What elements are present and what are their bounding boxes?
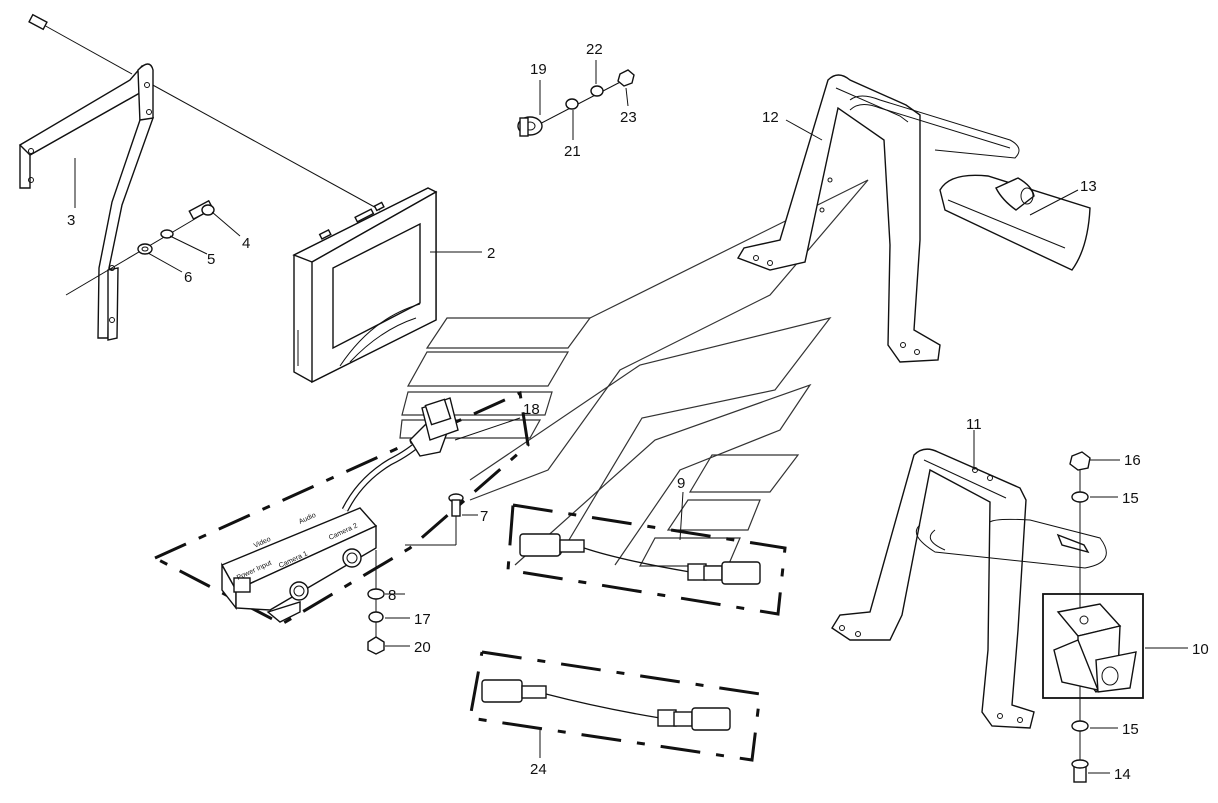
camera-unit — [1042, 593, 1144, 699]
box-hardware — [367, 493, 464, 655]
label-9: 9 — [677, 475, 685, 492]
label-8: 8 — [388, 587, 396, 604]
control-box-assembly — [154, 390, 530, 626]
label-5: 5 — [207, 251, 215, 268]
label-2: 2 — [487, 245, 495, 262]
bolt-washer-set — [65, 199, 215, 296]
label-22: 22 — [586, 41, 603, 58]
bolt-leader — [28, 13, 381, 211]
label-16: 16 — [1124, 452, 1141, 469]
label-14: 14 — [1114, 766, 1131, 783]
label-12: 12 — [762, 109, 779, 126]
mounting-bracket — [18, 63, 155, 341]
camera-bracket-rear — [831, 448, 1107, 729]
clip-hardware — [517, 69, 635, 137]
label-15a: 15 — [1122, 490, 1139, 507]
label-20: 20 — [414, 639, 431, 656]
label-17: 17 — [414, 611, 431, 628]
label-23: 23 — [620, 109, 637, 126]
label-13: 13 — [1080, 178, 1097, 195]
label-15b: 15 — [1122, 721, 1139, 738]
part-number-labels: 3 4 5 6 2 18 7 8 17 20 9 24 19 21 22 23 … — [67, 41, 1209, 783]
audio-label: Audio — [298, 512, 317, 526]
label-21: 21 — [564, 143, 581, 160]
extension-cable-24 — [468, 650, 762, 762]
label-6: 6 — [184, 269, 192, 286]
watermark-logo — [399, 179, 869, 567]
control-box: Power Input Camera 1 Video Camera 2 Audi… — [221, 397, 459, 623]
camera-cover — [939, 174, 1091, 271]
label-3: 3 — [67, 212, 75, 229]
label-7: 7 — [480, 508, 488, 525]
camera-bracket-front — [736, 74, 1020, 363]
extension-cable-9 — [506, 503, 787, 616]
monitor — [292, 187, 438, 384]
label-4: 4 — [242, 235, 250, 252]
leader-lines — [74, 60, 1188, 774]
label-18: 18 — [523, 401, 540, 418]
label-10: 10 — [1192, 641, 1209, 658]
label-24: 24 — [530, 761, 547, 778]
label-19: 19 — [530, 61, 547, 78]
label-11: 11 — [966, 416, 982, 433]
